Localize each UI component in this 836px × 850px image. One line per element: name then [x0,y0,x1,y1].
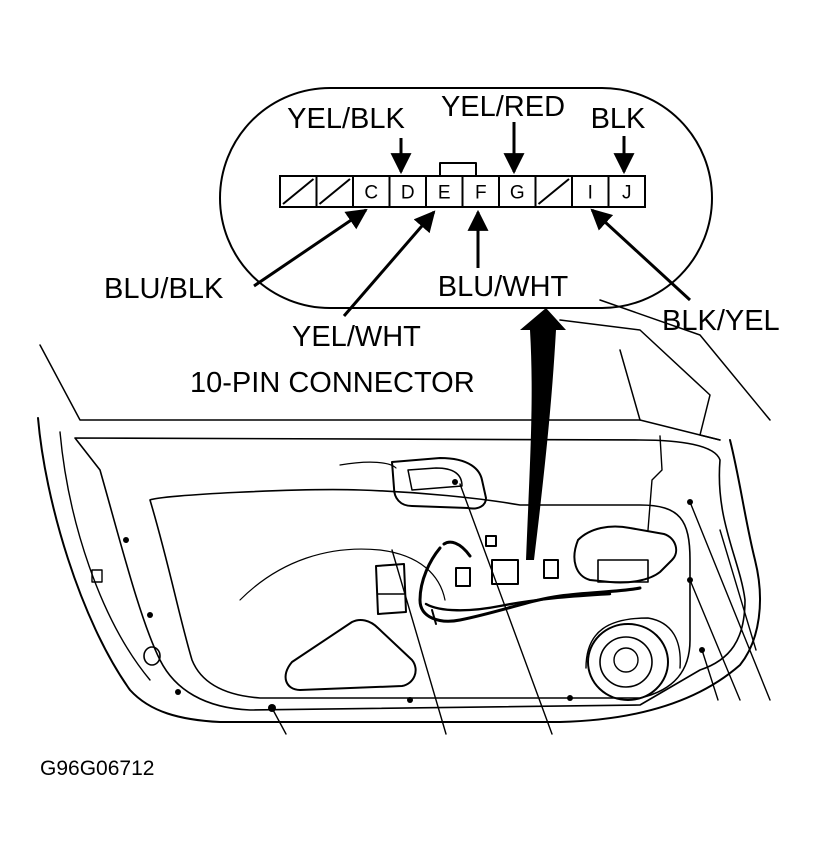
pin-cell [571,175,610,208]
pin-blank-slash [282,178,315,205]
wire-label-j: BLK [591,103,646,135]
pin-blank-slash [537,178,570,205]
pin-letter: G [510,183,525,204]
pin-letter: F [475,183,487,204]
wire-label-c: BLU/BLK [104,273,224,305]
wire-label-e: YEL/WHT [292,321,421,353]
pin-letter: I [588,183,593,204]
pin-letter: J [622,183,632,204]
pin-letter: E [438,183,451,204]
arrow-pin-c [253,208,368,288]
connector-callout [219,87,713,309]
wire-label-f: BLU/WHT [438,271,569,303]
pin-letter: C [364,183,378,204]
pin-blank-slash [318,178,351,205]
arrow-pin-e [342,210,436,317]
pin-cell [607,175,646,208]
wire-label-g: YEL/RED [441,91,565,123]
connector-title: 10-PIN CONNECTOR [190,367,475,399]
pin-letter: D [401,183,415,204]
wire-label-i: BLK/YEL [662,305,780,337]
arrow-pin-i [590,208,692,302]
door-panel-illustration [37,299,771,735]
figure-code: G96G06712 [40,757,154,780]
wire-label-d: YEL/BLK [287,103,405,135]
wire-arrows [253,122,692,317]
